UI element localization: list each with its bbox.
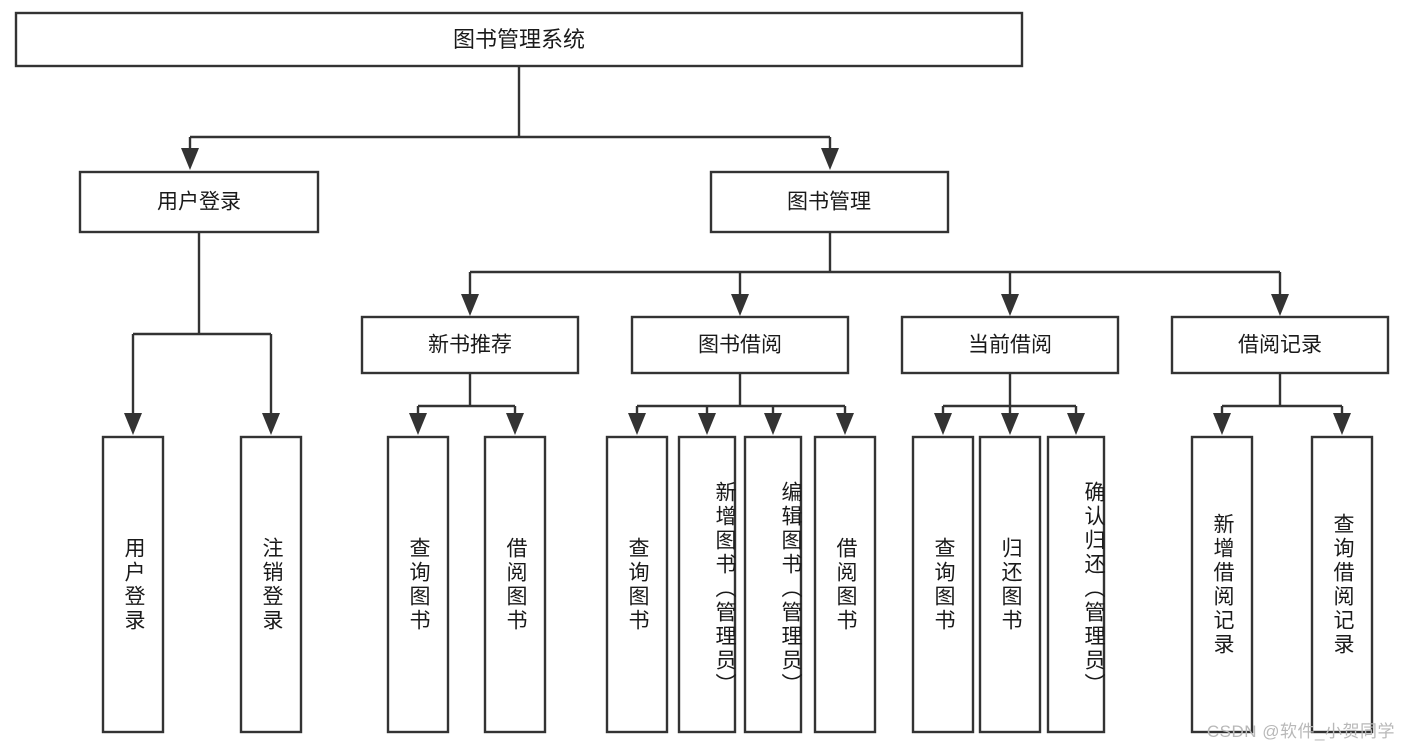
arrow-to-leaf-query-book-3 <box>934 413 952 435</box>
arrow-to-leaf-add-book <box>698 413 716 435</box>
node-book-manage-label: 图书管理 <box>787 191 871 214</box>
node-leaf-user-login-box[interactable] <box>101 435 165 734</box>
node-root-label: 图书管理系统 <box>453 27 585 52</box>
node-leaf-return-book-box[interactable] <box>978 435 1042 734</box>
arrow-to-leaf-user-login <box>124 413 142 435</box>
arrow-to-leaf-confirm-return <box>1067 413 1085 435</box>
node-leaf-edit-book-box[interactable] <box>743 435 803 734</box>
arrow-root-to-book-manage <box>821 148 839 170</box>
node-new-book-recommend-label: 新书推荐 <box>428 334 512 357</box>
node-new-book-recommend-box[interactable] <box>360 315 580 375</box>
node-user-login-label: 用户登录 <box>157 191 241 214</box>
arrow-to-current-borrow <box>1001 294 1019 316</box>
arrow-to-leaf-query-record <box>1333 413 1351 435</box>
arrow-to-leaf-return-book <box>1001 413 1019 435</box>
node-current-borrow-label: 当前借阅 <box>968 334 1052 357</box>
arrow-to-leaf-query-book-2 <box>628 413 646 435</box>
connectors-layer <box>124 66 1351 435</box>
node-current-borrow-box[interactable] <box>900 315 1120 375</box>
arrow-to-leaf-edit-book <box>764 413 782 435</box>
node-user-login-box[interactable] <box>78 170 320 234</box>
node-leaf-add-book-box[interactable] <box>677 435 737 734</box>
node-leaf-query-record-box[interactable] <box>1310 435 1374 734</box>
arrow-root-to-user-login <box>181 148 199 170</box>
arrow-to-new-book-recommend <box>461 294 479 316</box>
node-book-manage-box[interactable] <box>709 170 950 234</box>
arrow-to-leaf-add-record <box>1213 413 1231 435</box>
node-root-box[interactable] <box>14 11 1024 68</box>
arrow-to-leaf-borrow-book-1 <box>506 413 524 435</box>
arrow-to-borrow-record <box>1271 294 1289 316</box>
node-leaf-confirm-return-box[interactable] <box>1046 435 1106 734</box>
node-book-borrow-box[interactable] <box>630 315 850 375</box>
node-leaf-query-book-2-box[interactable] <box>605 435 669 734</box>
arrow-to-leaf-borrow-book-2 <box>836 413 854 435</box>
node-leaf-query-book-3-box[interactable] <box>911 435 975 734</box>
node-leaf-add-record-box[interactable] <box>1190 435 1254 734</box>
node-leaf-borrow-book-2-box[interactable] <box>813 435 877 734</box>
csdn-watermark: CSDN @软件_小贺同学 <box>1206 722 1395 741</box>
node-book-borrow-label: 图书借阅 <box>698 334 782 357</box>
arrow-to-book-borrow <box>731 294 749 316</box>
node-borrow-record-label: 借阅记录 <box>1238 334 1322 357</box>
boxes-layer: 图书管理系统 用户登录 图书管理 新书推荐 图书借阅 当前借阅 借阅记录 <box>14 11 1390 734</box>
node-leaf-borrow-book-1-box[interactable] <box>483 435 547 734</box>
arrow-to-leaf-query-book-1 <box>409 413 427 435</box>
node-leaf-logout-box[interactable] <box>239 435 303 734</box>
arrow-to-leaf-logout <box>262 413 280 435</box>
node-leaf-query-book-1-box[interactable] <box>386 435 450 734</box>
node-borrow-record-box[interactable] <box>1170 315 1390 375</box>
